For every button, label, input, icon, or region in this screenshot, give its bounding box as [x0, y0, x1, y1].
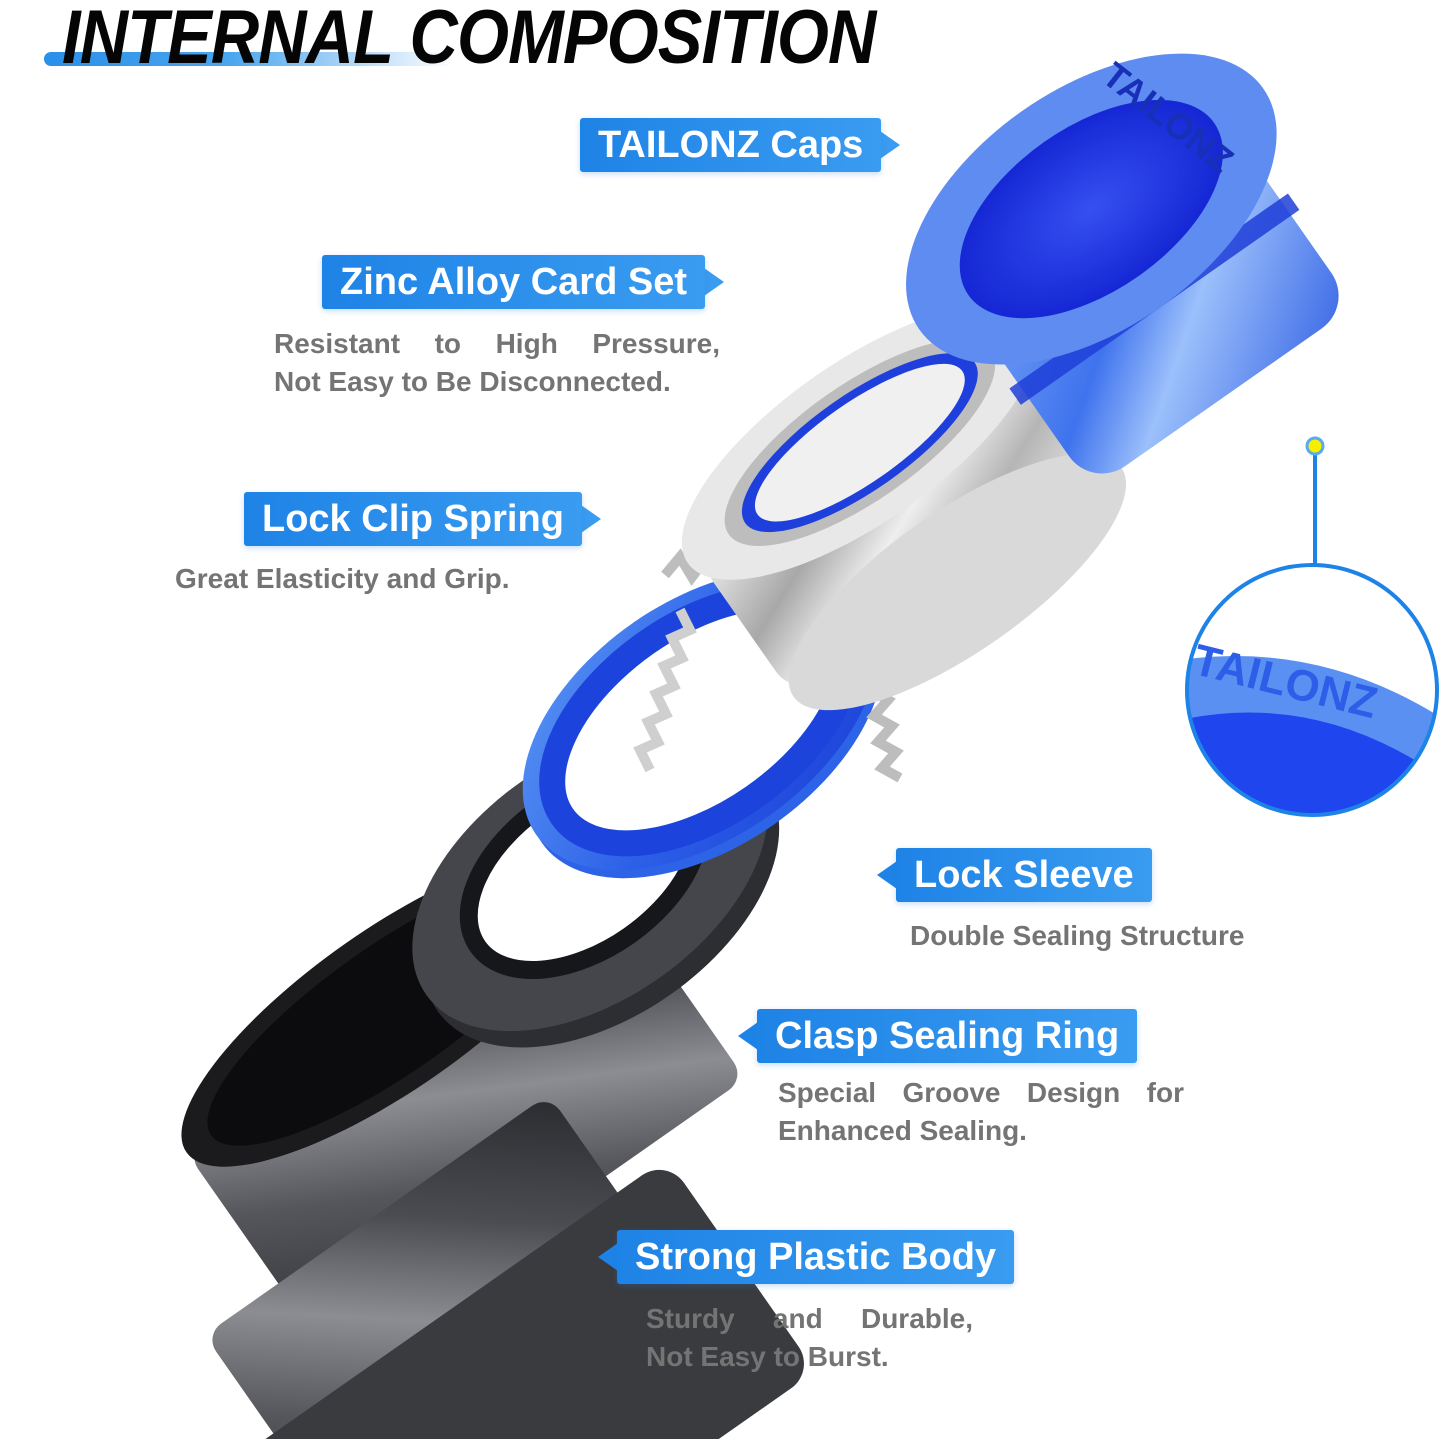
callout-dot-icon	[1305, 436, 1325, 456]
pointer-right-icon	[880, 131, 901, 159]
zinc-alloy-card-set-graphic	[681, 305, 1127, 711]
description-lock-sleeve: Double Sealing Structure	[910, 920, 1245, 951]
pointer-right-icon	[704, 268, 724, 296]
label-text: Zinc Alloy Card Set	[322, 255, 705, 309]
magnified-callout: TAILONZ	[1187, 565, 1437, 815]
label-lock-sleeve: Lock Sleeve	[877, 848, 1152, 902]
tailonz-cap-graphic	[906, 53, 1339, 474]
label-text: Lock Clip Spring	[244, 492, 582, 546]
label-lock-clip-spring: Lock Clip Spring	[244, 492, 601, 546]
label-zinc-alloy-card-set: Zinc Alloy Card Set	[322, 255, 724, 309]
pointer-left-icon	[738, 1022, 758, 1050]
title-block: INTERNAL COMPOSITION	[22, 0, 962, 80]
label-tailonz-caps: TAILONZ Caps	[580, 118, 901, 172]
description-lock-clip-spring: Great Elasticity and Grip.	[175, 563, 510, 594]
description-strong-plastic-body: Sturdy and Durable, Not Easy to Burst.	[646, 1303, 973, 1372]
label-clasp-sealing-ring: Clasp Sealing Ring	[738, 1009, 1138, 1063]
label-text: TAILONZ Caps	[580, 118, 882, 172]
description-zinc-alloy-card-set: Resistant to High Pressure, Not Easy to …	[274, 328, 720, 397]
pointer-left-icon	[598, 1243, 618, 1271]
page-title: INTERNAL COMPOSITION	[62, 0, 876, 80]
label-strong-plastic-body: Strong Plastic Body	[598, 1230, 1015, 1284]
pointer-right-icon	[580, 505, 601, 533]
label-text: Strong Plastic Body	[617, 1230, 1015, 1284]
label-text: Lock Sleeve	[896, 848, 1152, 902]
description-clasp-sealing-ring: Special Groove Design for Enhanced Seali…	[778, 1077, 1184, 1146]
label-text: Clasp Sealing Ring	[757, 1009, 1138, 1063]
pointer-left-icon	[877, 861, 897, 889]
title-underline	[44, 52, 454, 66]
